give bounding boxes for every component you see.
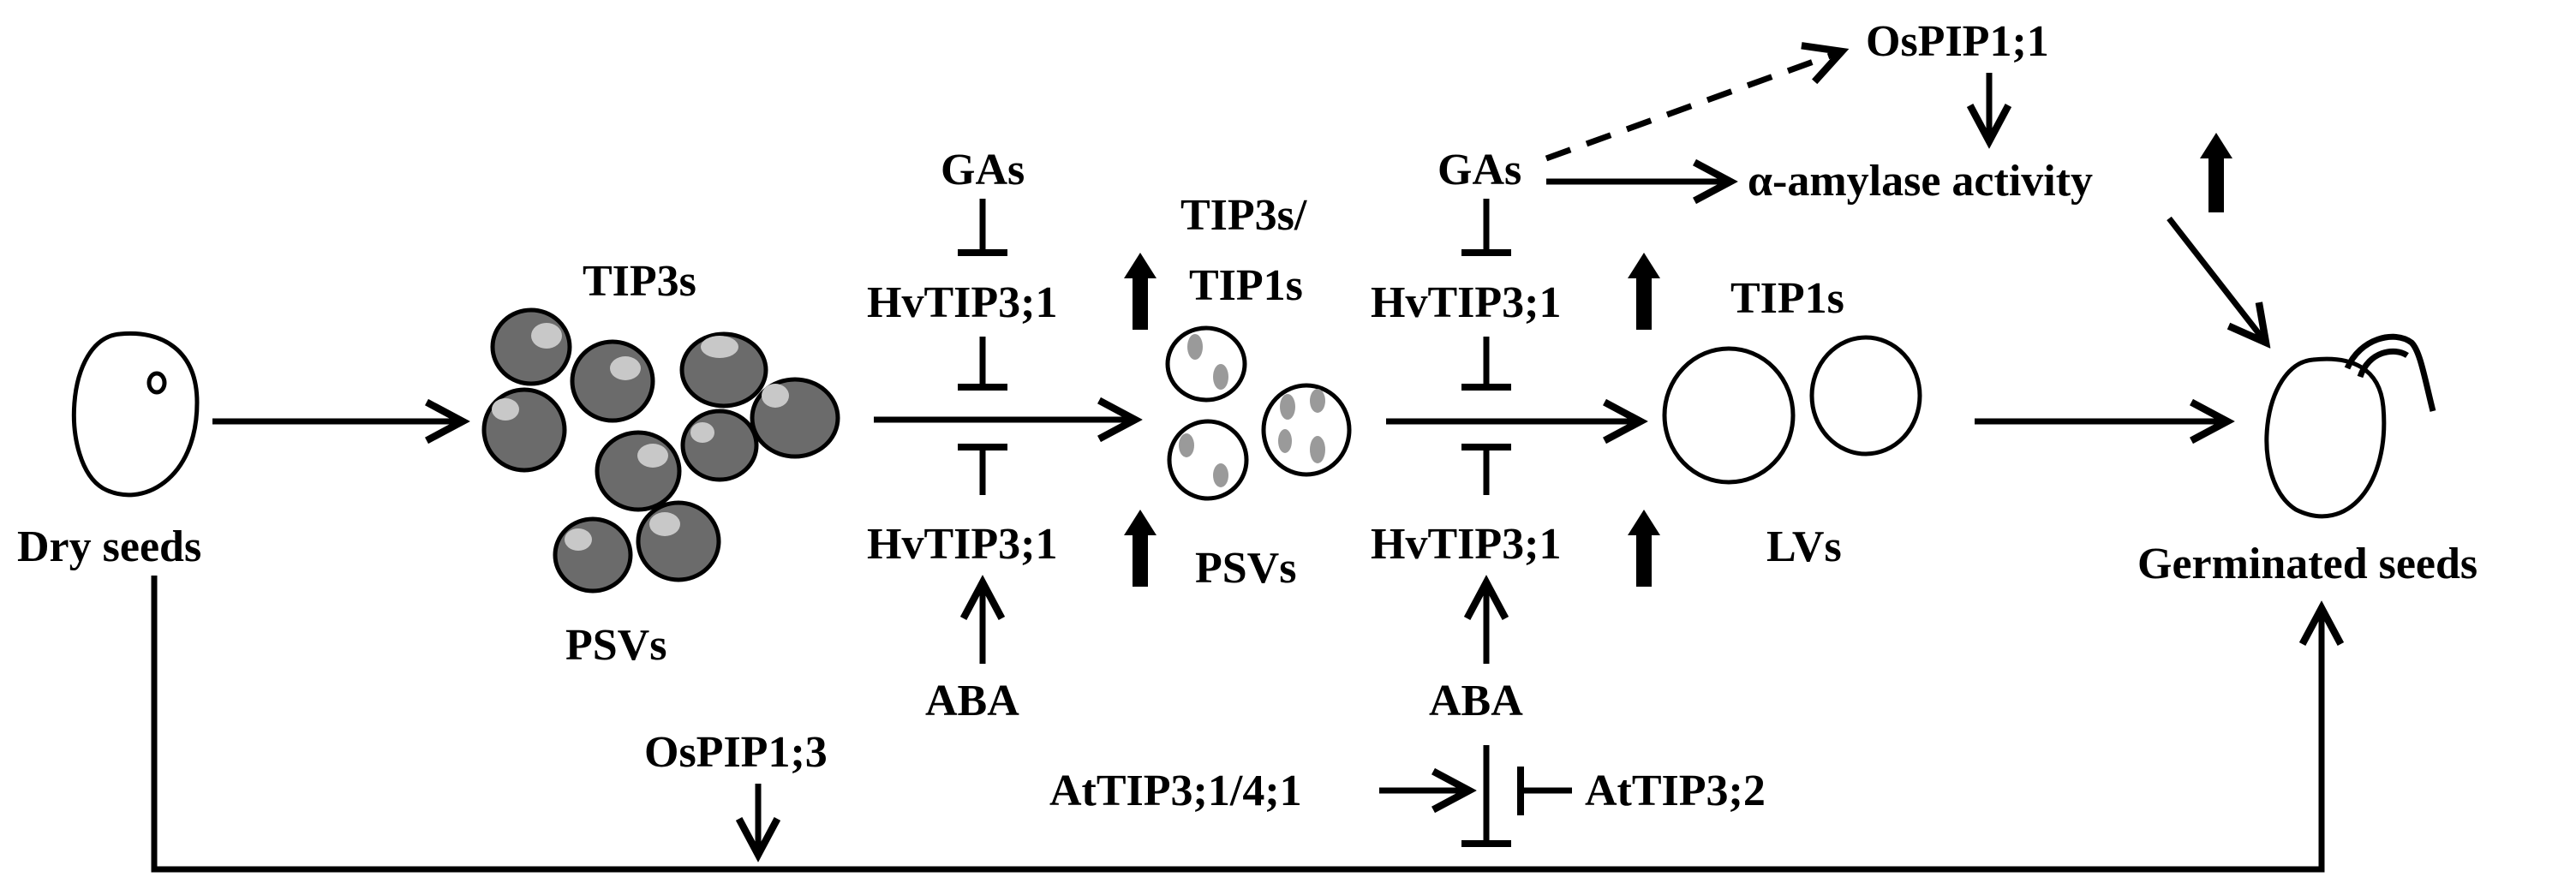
hvtip3-bottom-label-2: HvTIP3;1: [1371, 520, 1561, 569]
lytic-vacuoles-icon: [1662, 335, 1922, 485]
gas-label-1: GAs: [941, 146, 1025, 194]
hvtip3-bottom-label-1: HvTIP3;1: [867, 520, 1057, 569]
psvs-label-2: PSVs: [1195, 544, 1296, 593]
attip3-14-label: AtTIP3;1/4;1: [1049, 767, 1302, 815]
dry-seed-icon: [71, 331, 200, 498]
up-arrow-icon: [1124, 510, 1157, 587]
alpha-amylase-label: α-amylase activity: [1748, 157, 2093, 206]
psvs-label-1: PSVs: [565, 621, 666, 670]
dashed-arrow-gas-to-ospip1-1: [1545, 51, 1842, 162]
gas-label-2: GAs: [1437, 146, 1521, 194]
aba-label-1: ABA: [925, 677, 1019, 725]
psv-tip-cluster-icon: [1165, 325, 1352, 501]
up-arrow-icon: [1124, 253, 1157, 330]
germinated-seeds-label: Germinated seeds: [2137, 540, 2477, 588]
lvs-label: LVs: [1766, 522, 1842, 571]
tip3s-tip1s-label-line1: TIP3s/: [1180, 191, 1307, 240]
dry-seeds-label: Dry seeds: [17, 522, 201, 571]
tip1s-label: TIP1s: [1730, 274, 1844, 323]
hvtip3-top-label-1: HvTIP3;1: [867, 278, 1057, 327]
tip3s-tip1s-label-line2: TIP1s: [1189, 261, 1303, 310]
attip3-2-label: AtTIP3;2: [1585, 767, 1766, 815]
ospip1-3-label: OsPIP1;3: [644, 728, 828, 777]
germinated-seed-icon: [2264, 333, 2436, 519]
psv-cluster-icon: [481, 307, 840, 594]
tip3s-label: TIP3s: [583, 257, 696, 306]
ospip1-1-label: OsPIP1;1: [1866, 17, 2049, 66]
hvtip3-top-label-2: HvTIP3;1: [1371, 278, 1561, 327]
arrow-amylase-to-germinated: [2167, 216, 2266, 343]
up-arrow-icon: [2200, 133, 2232, 212]
aba-label-2: ABA: [1429, 677, 1523, 725]
up-arrow-icon: [1628, 510, 1660, 587]
bottom-loop-line: [151, 576, 2322, 873]
up-arrow-icon: [1628, 253, 1660, 330]
